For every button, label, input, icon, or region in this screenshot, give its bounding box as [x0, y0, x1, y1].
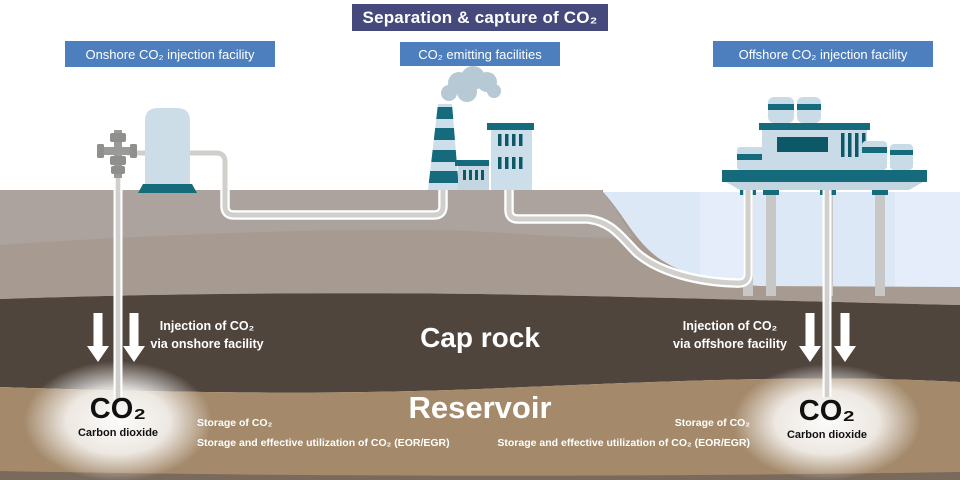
reservoir-label: Reservoir [408, 390, 552, 425]
factory-building-tall [490, 129, 532, 190]
cap-rock-label: Cap rock [420, 322, 540, 353]
co2-marker-right: CO₂ Carbon dioxide [747, 396, 907, 441]
injection-onshore-caption: Injection of CO₂ via onshore facility [127, 318, 287, 353]
platform-deck [722, 170, 927, 182]
co2-symbol: CO₂ [798, 395, 856, 427]
storage-right-line2: Storage and effective utilization of CO₂… [497, 437, 750, 449]
label-emitting-facility: CO₂ emitting facilities [400, 42, 560, 66]
down-arrow-icon [87, 313, 109, 362]
title-banner: Separation & capture of CO₂ [352, 4, 608, 31]
storage-tank [145, 108, 190, 186]
basement-layer [0, 471, 960, 480]
emitting-facility [428, 66, 534, 190]
co2-symbol: CO₂ [89, 393, 147, 425]
chimney [428, 104, 459, 190]
co2-name: Carbon dioxide [786, 429, 868, 441]
platform-window-panel [777, 137, 828, 152]
injection-onshore-line2: via onshore facility [150, 336, 264, 351]
co2-glow-right [733, 364, 921, 480]
injection-offshore-line1: Injection of CO₂ [682, 319, 778, 333]
storage-annotation-right: Storage of CO₂ Storage and effective uti… [450, 417, 750, 449]
down-arrow-icon [834, 313, 856, 362]
co2-glow-left [24, 361, 212, 480]
injection-arrows [87, 313, 856, 362]
tank-base [138, 184, 197, 193]
reservoir-layer [0, 378, 960, 480]
co2-name: Carbon dioxide [77, 427, 159, 439]
offshore-platform [722, 97, 927, 190]
co2-pipelines [127, 148, 753, 288]
sea-water [603, 192, 960, 287]
co2-marker-left: CO₂ Carbon dioxide [38, 394, 198, 439]
label-onshore-facility: Onshore CO₂ injection facility [65, 41, 275, 67]
factory-building-small [458, 163, 490, 190]
smoke-icon [441, 66, 501, 102]
injection-onshore-line1: Injection of CO₂ [159, 319, 255, 333]
injection-offshore-caption: Injection of CO₂ via offshore facility [650, 318, 810, 353]
onshore-facility [97, 108, 197, 193]
injection-offshore-line2: via offshore facility [673, 336, 787, 351]
down-arrow-icon [799, 313, 821, 362]
storage-left-line1: Storage of CO₂ [197, 417, 273, 429]
storage-right-line1: Storage of CO₂ [674, 417, 750, 429]
down-arrow-icon [123, 313, 145, 362]
wellhead-valve [97, 130, 137, 178]
storage-left-line2: Storage and effective utilization of CO₂… [197, 437, 450, 449]
label-offshore-facility: Offshore CO₂ injection facility [713, 41, 933, 67]
storage-annotation-left: Storage of CO₂ Storage and effective uti… [197, 417, 497, 449]
cap-rock-layer [0, 293, 960, 393]
